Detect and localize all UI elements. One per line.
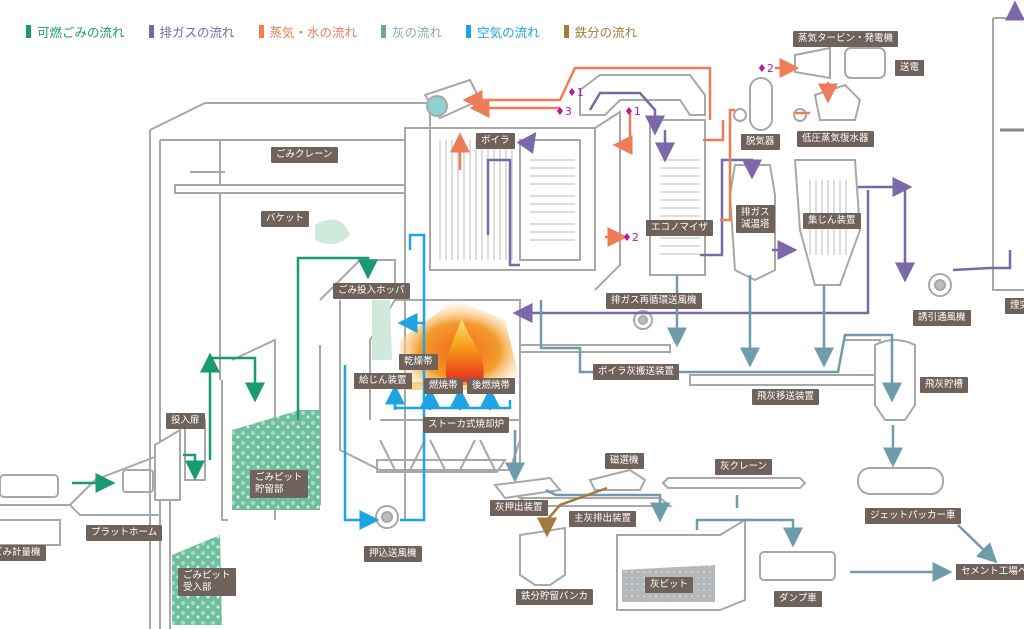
exhaust-flow xyxy=(486,0,1024,323)
flow-legend: 可燃ごみの流れ 排ガスの流れ 蒸気・水の流れ 灰の流れ 空気の流れ 鉄分の流れ xyxy=(26,22,661,41)
marker-2-boiler: ♦2 xyxy=(622,231,639,244)
label-ash-pit: 灰ピット xyxy=(645,577,694,593)
label-chimney: 煙突 xyxy=(1005,298,1024,314)
label-ash-pusher: 灰押出装置 xyxy=(490,500,548,516)
legend-swatch-air xyxy=(466,25,472,38)
label-fly-ash-conveyor: 飛灰移送装置 xyxy=(752,389,820,405)
label-forced-fan: 押込送風機 xyxy=(364,546,422,562)
ash-flow xyxy=(505,275,998,582)
label-cement: セメント工場へ xyxy=(956,564,1024,580)
label-recirc-fan: 排ガス再循環送風機 xyxy=(606,293,702,309)
legend-swatch-iron xyxy=(563,25,569,38)
label-jet-packer: ジェットパッカー車 xyxy=(865,508,961,524)
label-dump-truck: ダンプ車 xyxy=(774,591,822,607)
label-deaerator: 脱気器 xyxy=(741,134,780,150)
label-gas-cooler-line1: 排ガス xyxy=(741,207,770,218)
legend-item-air: 空気の流れ xyxy=(466,22,540,41)
label-ash-crane: 灰クレーン xyxy=(715,459,773,475)
label-pit-receive-line1: ごみピット xyxy=(183,570,231,581)
label-hopper: ごみ投入ホッパ xyxy=(333,283,410,299)
legend-swatch-ash xyxy=(381,25,387,38)
legend-swatch-steam xyxy=(258,25,264,38)
label-dry-zone: 乾燥帯 xyxy=(399,354,438,370)
marker-1-boiler-top: ♦1 xyxy=(567,86,584,99)
iron-flow xyxy=(537,486,608,538)
waste-flow xyxy=(72,256,378,493)
label-turbine: 蒸気タービン・発電機 xyxy=(793,31,899,47)
label-pit-storage: ごみピット 貯留部 xyxy=(250,470,308,498)
label-pit-receive: ごみピット 受入部 xyxy=(178,568,236,596)
label-condenser: 低圧蒸気復水器 xyxy=(797,131,874,147)
marker-3: ♦3 xyxy=(555,105,572,118)
legend-label: 排ガスの流れ xyxy=(159,25,235,40)
label-crane: ごみクレーン xyxy=(271,147,338,163)
steam-flow xyxy=(450,58,838,247)
legend-item-steam: 蒸気・水の流れ xyxy=(258,22,358,41)
label-power: 送電 xyxy=(895,60,925,76)
label-dust-collector: 集じん装置 xyxy=(803,213,861,229)
marker-1-duct: ♦1 xyxy=(624,105,641,118)
label-gas-cooler-line2: 減温塔 xyxy=(741,219,770,230)
legend-item-iron: 鉄分の流れ xyxy=(563,22,638,41)
label-pit-storage-line2: 貯留部 xyxy=(255,484,284,495)
label-boiler: ボイラ xyxy=(476,133,515,149)
label-pit-storage-line1: ごみピット xyxy=(255,472,303,483)
marker-2-turbine: ♦2 xyxy=(757,62,774,75)
legend-label: 灰の流れ xyxy=(392,25,443,40)
label-post-combust-zone: 後燃焼帯 xyxy=(467,378,516,394)
legend-item-waste: 可燃ごみの流れ xyxy=(26,22,125,41)
legend-label: 鉄分の流れ xyxy=(574,25,638,40)
label-input-door: 投入扉 xyxy=(166,413,205,429)
label-bucket: バケット xyxy=(261,211,310,227)
legend-item-exhaust: 排ガスの流れ xyxy=(148,22,235,41)
label-gas-cooler: 排ガス 減温塔 xyxy=(736,205,775,233)
label-scale: ごみ計量機 xyxy=(0,545,46,561)
label-platform: プラットホーム xyxy=(86,525,163,541)
legend-label: 空気の流れ xyxy=(477,25,540,40)
label-boiler-ash-conveyor: ボイラ灰搬送装置 xyxy=(593,364,680,380)
label-fly-ash-tank: 飛灰貯槽 xyxy=(920,377,969,393)
legend-label: 蒸気・水の流れ xyxy=(269,25,358,40)
legend-item-ash: 灰の流れ xyxy=(381,22,442,41)
label-pit-receive-line2: 受入部 xyxy=(183,582,212,593)
furnace-fire xyxy=(395,300,520,390)
legend-swatch-exhaust xyxy=(148,25,154,38)
legend-label: 可燃ごみの流れ xyxy=(37,25,125,40)
label-magnet: 磁選機 xyxy=(605,453,644,469)
legend-swatch-waste xyxy=(26,25,31,38)
label-feeder: 給じん装置 xyxy=(354,373,412,389)
label-iron-bunker: 鉄分貯留バンカ xyxy=(516,589,593,605)
label-stoker: ストーカ式焼却炉 xyxy=(423,417,510,433)
label-induced-fan: 誘引通風機 xyxy=(913,310,971,326)
label-economizer: エコノマイザ xyxy=(646,220,714,236)
label-main-ash-discharge: 主灰排出装置 xyxy=(569,511,637,527)
label-combust-zone: 燃焼帯 xyxy=(424,378,463,394)
air-flow xyxy=(343,233,512,530)
